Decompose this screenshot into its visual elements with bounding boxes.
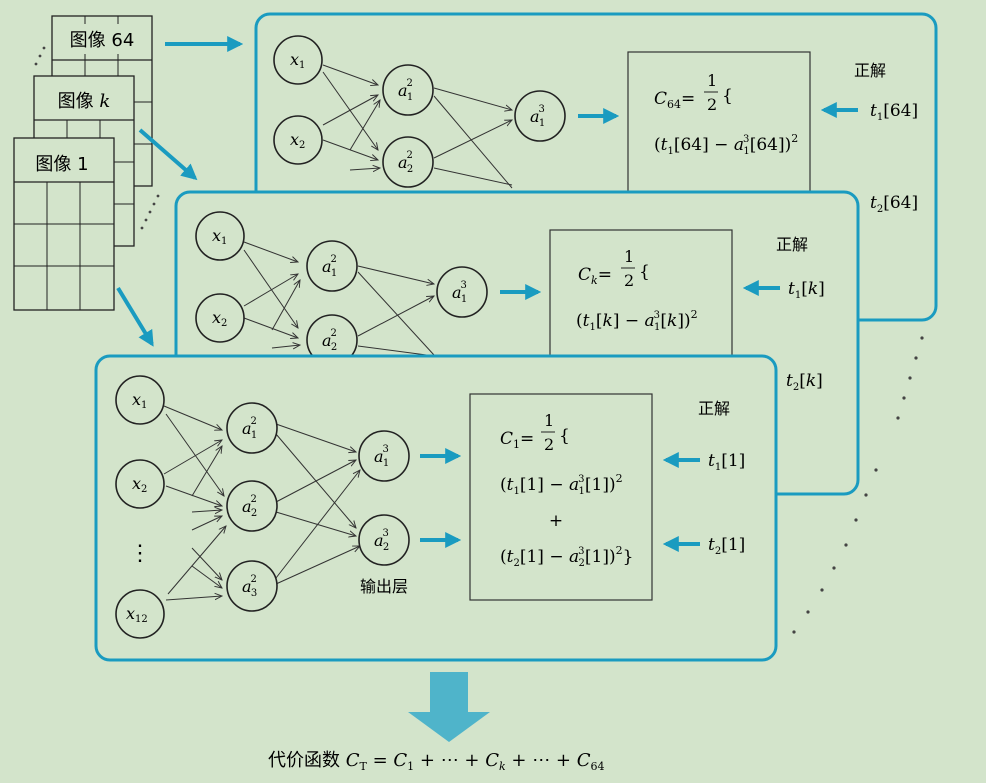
svg-text:t2[k]: t2[k] — [786, 371, 823, 393]
svg-text:a21: a21 — [398, 78, 413, 103]
svg-text:(t2[1] − a32[1])2}: (t2[1] − a32[1])2} — [500, 544, 633, 569]
arrow-image-k — [138, 128, 198, 181]
svg-text:{: { — [639, 262, 650, 282]
svg-text:t1[1]: t1[1] — [708, 451, 745, 473]
panel-64-correct-label: 正解 — [854, 61, 886, 80]
cost-function-formula: 代价函数 CT = C1 + ⋯ + Ck + ⋯ + C64 — [268, 750, 605, 773]
svg-text:t1[k]: t1[k] — [788, 279, 825, 301]
image-k-label: 图像 k — [58, 91, 111, 112]
input-ellipsis: ⋮ — [129, 541, 151, 566]
image-64-label: 图像 64 — [70, 30, 135, 51]
svg-text:a31: a31 — [452, 280, 467, 305]
output-layer-label: 输出层 — [360, 577, 408, 596]
svg-text:t2[1]: t2[1] — [708, 535, 745, 557]
svg-text:(t1[k] − a31[k])2: (t1[k] − a31[k])2 — [576, 308, 698, 333]
svg-text:C64=: C64= — [654, 89, 695, 111]
cost-function: 代价函数 CT = C1 + ⋯ + Ck + ⋯ + C64 — [268, 750, 605, 773]
svg-text:t2[64]: t2[64] — [870, 193, 918, 215]
svg-text:2: 2 — [707, 95, 717, 114]
svg-text:a32: a32 — [374, 528, 389, 553]
image-1-label: 图像 1 — [35, 154, 88, 175]
svg-text:1: 1 — [544, 411, 554, 430]
svg-text:(t1[1] − a31[1])2: (t1[1] − a31[1])2 — [500, 472, 623, 497]
svg-text:C1=: C1= — [500, 429, 534, 451]
depth-dots — [792, 336, 924, 634]
svg-text:a21: a21 — [242, 416, 257, 441]
svg-text:t1[64]: t1[64] — [870, 101, 918, 123]
svg-text:2: 2 — [544, 435, 554, 454]
svg-text:+: + — [549, 511, 563, 531]
image-to-panel-arrows — [116, 36, 244, 347]
panel-k-correct-label: 正解 — [776, 235, 808, 254]
arrow-image-1 — [116, 286, 154, 347]
svg-text:{: { — [559, 426, 570, 446]
image-1-card: 图像 1 — [13, 137, 115, 311]
svg-text:1: 1 — [707, 71, 717, 90]
svg-text:a23: a23 — [242, 574, 257, 599]
svg-text:Ck=: Ck= — [578, 265, 612, 287]
svg-text:2: 2 — [624, 271, 634, 290]
svg-text:a31: a31 — [374, 444, 389, 469]
svg-text:1: 1 — [624, 247, 634, 266]
svg-text:a31: a31 — [530, 104, 545, 129]
svg-text:a22: a22 — [398, 150, 413, 175]
svg-text:(t1[64] − a31[64])2: (t1[64] − a31[64])2 — [654, 132, 798, 157]
svg-text:a22: a22 — [322, 328, 337, 353]
image-stack: 图像 64 图像 k 图像 1 — [13, 15, 244, 347]
stack-dots — [34, 46, 160, 230]
panel-1-correct-label: 正解 — [698, 399, 730, 418]
big-down-arrow — [408, 672, 490, 742]
svg-text:a21: a21 — [322, 254, 337, 279]
svg-text:{: { — [722, 86, 733, 106]
svg-text:a22: a22 — [242, 494, 257, 519]
